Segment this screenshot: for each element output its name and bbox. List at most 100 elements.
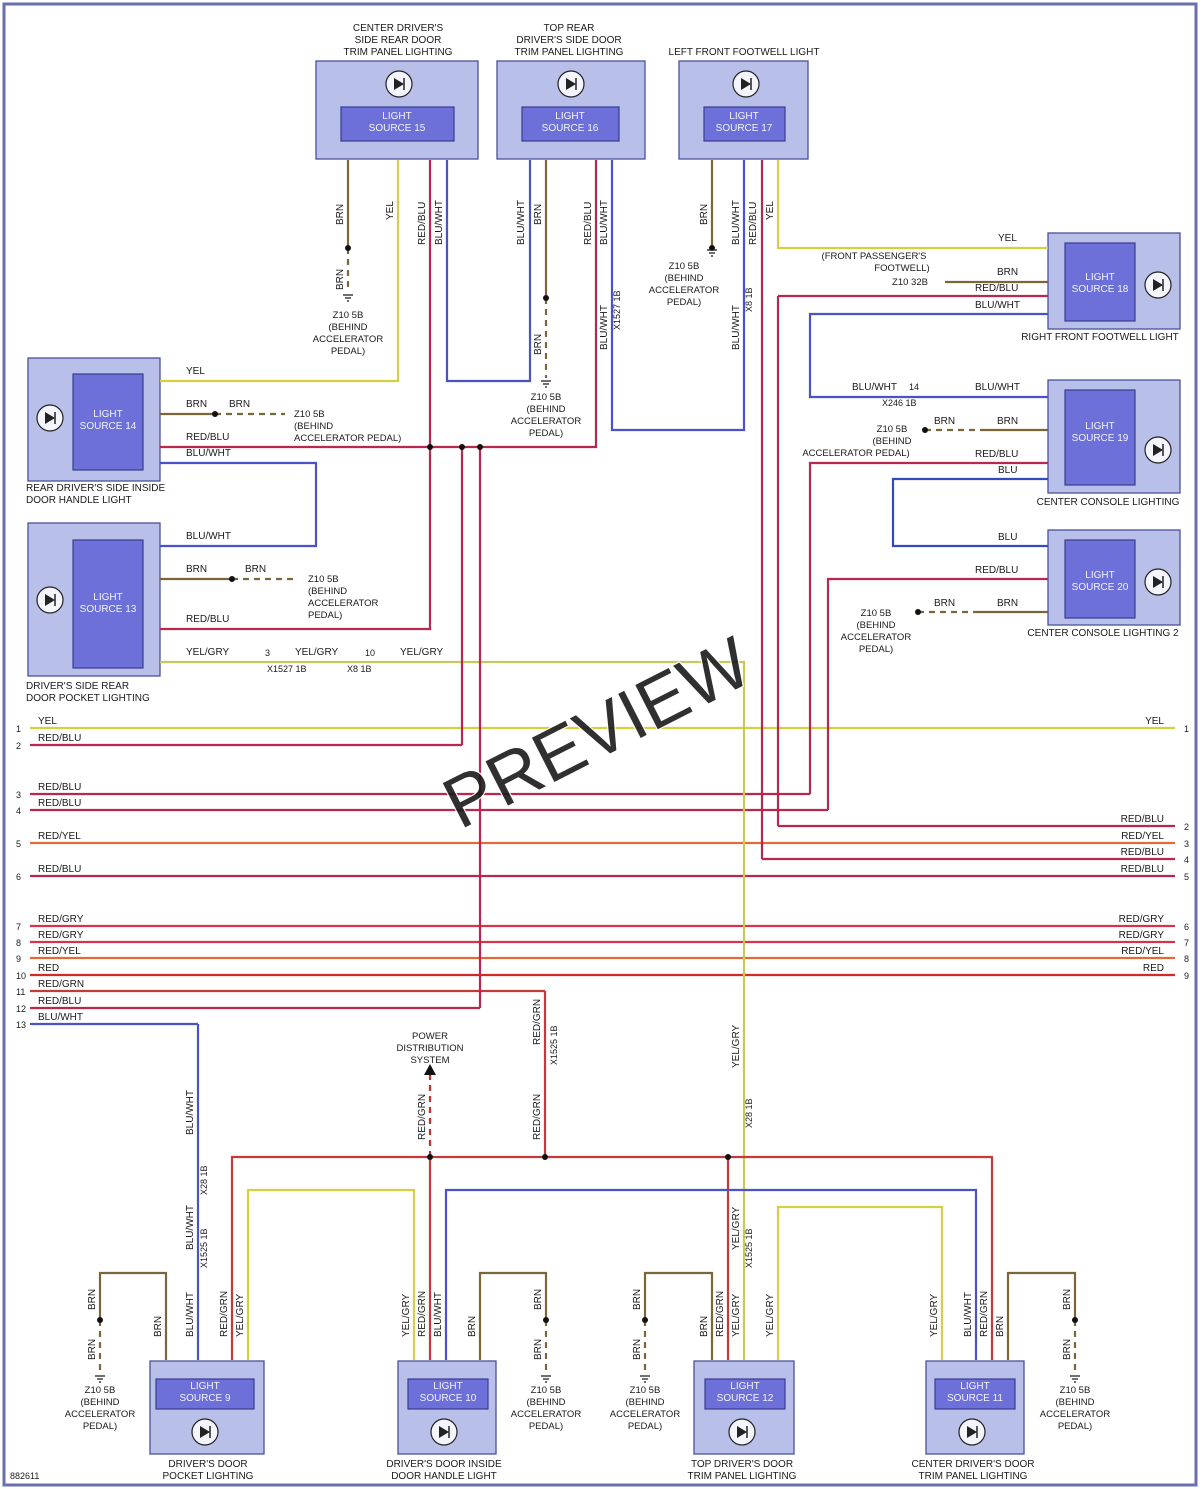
svg-text:BLU/WHT: BLU/WHT <box>186 531 231 542</box>
right-bus-wire-label: RED <box>1143 963 1164 974</box>
svg-text:BRN: BRN <box>997 416 1018 427</box>
svg-text:RED/BLU: RED/BLU <box>975 449 1018 460</box>
svg-text:YEL: YEL <box>385 201 396 220</box>
left-bus-wire-label: RED/BLU <box>38 996 81 1007</box>
light-source-16: TOP REAR DRIVER'S SIDE DOOR TRIM PANEL L… <box>496 23 646 160</box>
right-bus-number: 1 <box>1184 724 1189 734</box>
left-bus-wire-label: RED/YEL <box>38 831 81 842</box>
svg-text:14: 14 <box>909 382 919 392</box>
svg-text:BRN: BRN <box>699 1316 710 1337</box>
right-bus-number: 8 <box>1184 954 1189 964</box>
left-bus-number: 8 <box>16 938 21 948</box>
svg-text:CENTER CONSOLE LIGHTING 2: CENTER CONSOLE LIGHTING 2 <box>1027 628 1179 639</box>
svg-text:DRIVER'S DOOR INSIDE: DRIVER'S DOOR INSIDE <box>386 1459 502 1470</box>
left-bus-wire-label: RED/BLU <box>38 733 81 744</box>
svg-text:BRN: BRN <box>997 267 1018 278</box>
left-bus-number: 10 <box>16 971 26 981</box>
svg-text:X1525 1B: X1525 1B <box>199 1228 209 1268</box>
left-bus-number: 2 <box>16 741 21 751</box>
svg-text:BRN: BRN <box>1062 1339 1073 1360</box>
svg-text:BRN: BRN <box>632 1289 643 1310</box>
svg-text:SOURCE 14: SOURCE 14 <box>80 421 137 432</box>
svg-text:SOURCE 12: SOURCE 12 <box>717 1393 774 1404</box>
svg-text:SOURCE 10: SOURCE 10 <box>420 1393 477 1404</box>
svg-text:SOURCE 15: SOURCE 15 <box>369 123 426 134</box>
light-source-12: LIGHT SOURCE 12 TOP DRIVER'S DOOR TRIM P… <box>688 1360 797 1482</box>
svg-text:DISTRIBUTION: DISTRIBUTION <box>396 1043 463 1054</box>
svg-text:BRN: BRN <box>186 399 207 410</box>
svg-text:TRIM PANEL LIGHTING: TRIM PANEL LIGHTING <box>344 47 453 58</box>
svg-text:PEDAL): PEDAL) <box>667 297 701 308</box>
left-bus-wire-label: RED/GRN <box>38 979 84 990</box>
left-bus-number: 3 <box>16 790 21 800</box>
svg-text:RED/BLU: RED/BLU <box>583 202 594 245</box>
light-source-9: LIGHT SOURCE 9 DRIVER'S DOOR POCKET LIGH… <box>149 1360 265 1482</box>
svg-text:RED/GRN: RED/GRN <box>417 1094 428 1140</box>
svg-text:Z10 32B: Z10 32B <box>892 277 928 288</box>
light-source-17: LEFT FRONT FOOTWELL LIGHT LIGHT SOURCE 1… <box>669 47 819 160</box>
left-bus-wire-label: RED/BLU <box>38 798 81 809</box>
light-source-19: LIGHT SOURCE 19 CENTER CONSOLE LIGHTING <box>1037 379 1181 508</box>
svg-text:TOP REAR: TOP REAR <box>544 23 595 34</box>
svg-text:RED/BLU: RED/BLU <box>186 614 229 625</box>
svg-text:SOURCE 9: SOURCE 9 <box>179 1393 231 1404</box>
svg-text:BRN: BRN <box>632 1339 643 1360</box>
svg-text:YEL: YEL <box>765 201 776 220</box>
svg-text:BLU/WHT: BLU/WHT <box>434 200 445 245</box>
svg-text:BRN: BRN <box>934 598 955 609</box>
left-bus-wire-label: RED <box>38 963 59 974</box>
svg-text:PEDAL): PEDAL) <box>859 644 893 655</box>
svg-text:BRN: BRN <box>245 564 266 575</box>
svg-text:LIGHT: LIGHT <box>382 111 411 122</box>
led-icon <box>732 70 760 98</box>
right-bus-wire-label: YEL <box>1145 716 1164 727</box>
svg-text:BRN: BRN <box>335 269 346 290</box>
svg-text:X1527 1B: X1527 1B <box>267 664 307 674</box>
left-bus-wire-label: RED/GRY <box>38 930 84 941</box>
svg-text:YEL/GRY: YEL/GRY <box>235 1294 246 1337</box>
svg-text:RED/GRN: RED/GRN <box>219 1291 230 1337</box>
left-bus-wire-label: YEL <box>38 716 57 727</box>
svg-text:BRN: BRN <box>995 1316 1006 1337</box>
svg-text:PEDAL): PEDAL) <box>331 346 365 357</box>
left-bus-wire-label: BLU/WHT <box>38 1012 83 1023</box>
left-bus-number: 5 <box>16 839 21 849</box>
svg-text:Z10 5B: Z10 5B <box>308 574 339 585</box>
svg-text:Z10 5B: Z10 5B <box>294 409 325 420</box>
left-bus-number: 12 <box>16 1004 26 1014</box>
svg-text:DOOR HANDLE LIGHT: DOOR HANDLE LIGHT <box>391 1471 497 1482</box>
svg-text:YEL/GRY: YEL/GRY <box>401 1294 412 1337</box>
led-icon <box>430 1418 458 1446</box>
svg-text:CENTER DRIVER'S: CENTER DRIVER'S <box>353 23 444 34</box>
right-bus-number: 5 <box>1184 872 1189 882</box>
svg-text:BRN: BRN <box>229 399 250 410</box>
svg-text:BLU/WHT: BLU/WHT <box>963 1292 974 1337</box>
svg-text:POCKET LIGHTING: POCKET LIGHTING <box>163 1471 254 1482</box>
svg-text:YEL/GRY: YEL/GRY <box>929 1294 940 1337</box>
svg-text:SOURCE 17: SOURCE 17 <box>716 123 773 134</box>
svg-text:YEL/GRY: YEL/GRY <box>400 647 443 658</box>
svg-text:LIGHT: LIGHT <box>730 1381 759 1392</box>
led-icon <box>191 1418 219 1446</box>
right-bus-wire-label: RED/BLU <box>1121 814 1164 825</box>
svg-text:(BEHIND: (BEHIND <box>1055 1397 1094 1408</box>
svg-text:BLU/WHT: BLU/WHT <box>731 305 742 350</box>
svg-text:RED/GRN: RED/GRN <box>532 999 543 1045</box>
svg-text:X8 1B: X8 1B <box>744 287 754 312</box>
svg-text:BLU/WHT: BLU/WHT <box>731 200 742 245</box>
svg-text:ACCELERATOR: ACCELERATOR <box>313 334 384 345</box>
connector-labels: 3 X1527 1B 10 X8 1B 14 X246 1B X1527 1B … <box>199 287 919 1268</box>
svg-text:Z10 5B: Z10 5B <box>333 310 364 321</box>
light-source-14: LIGHT SOURCE 14 REAR DRIVER'S SIDE INSID… <box>26 357 165 506</box>
svg-text:SOURCE 18: SOURCE 18 <box>1072 284 1129 295</box>
svg-text:X246 1B: X246 1B <box>882 398 917 408</box>
right-bus-wire-label: RED/YEL <box>1121 831 1164 842</box>
right-bus-number: 2 <box>1184 822 1189 832</box>
light-source-13: LIGHT SOURCE 13 DRIVER'S SIDE REAR DOOR … <box>26 522 161 704</box>
svg-text:ACCELERATOR: ACCELERATOR <box>649 285 720 296</box>
svg-text:ACCELERATOR: ACCELERATOR <box>511 1409 582 1420</box>
svg-text:BRN: BRN <box>186 564 207 575</box>
left-bus-number: 6 <box>16 872 21 882</box>
svg-text:CENTER DRIVER'S DOOR: CENTER DRIVER'S DOOR <box>911 1459 1034 1470</box>
left-bus-number: 7 <box>16 922 21 932</box>
